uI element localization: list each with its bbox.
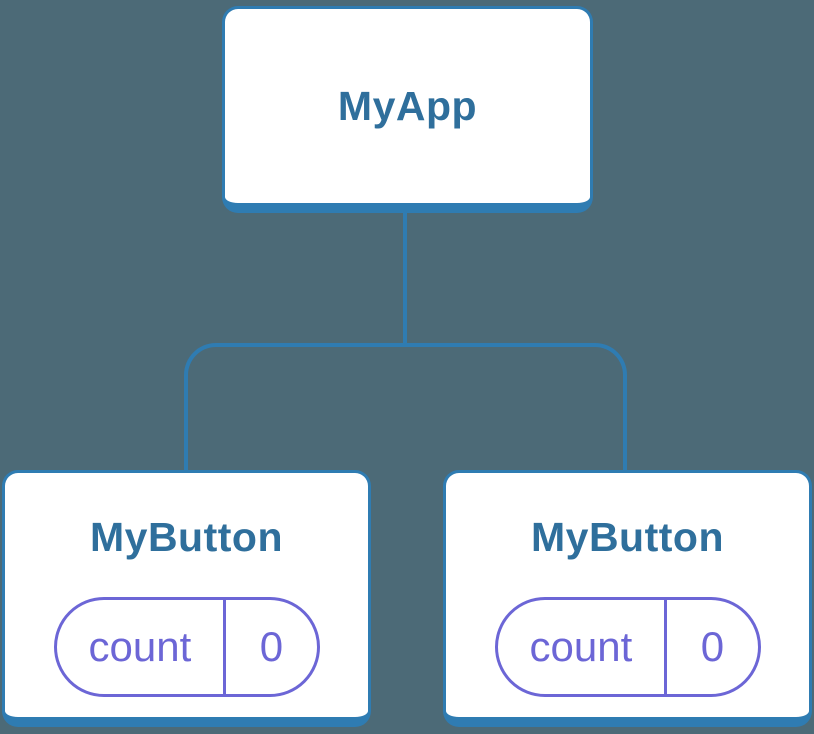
component-node-mybutton-2: MyButton count 0 bbox=[443, 470, 812, 727]
state-value-cell: 0 bbox=[226, 600, 316, 694]
state-value-label: 0 bbox=[259, 623, 284, 670]
connector-stem bbox=[403, 213, 407, 343]
state-key-label: count bbox=[88, 623, 192, 670]
component-label-mybutton-1: MyButton bbox=[89, 514, 283, 560]
component-label-myapp: MyApp bbox=[337, 83, 478, 129]
component-label-mybutton-2: MyButton bbox=[530, 514, 724, 560]
state-key-label: count bbox=[529, 623, 633, 670]
state-key-cell: count bbox=[498, 600, 665, 694]
component-node-myapp: MyApp bbox=[222, 6, 593, 213]
state-pill-2: count 0 bbox=[494, 597, 761, 697]
state-pill-1: count 0 bbox=[53, 597, 320, 697]
pill-divider bbox=[223, 600, 227, 694]
pill-divider bbox=[664, 600, 668, 694]
connector-bracket bbox=[184, 343, 627, 470]
state-key-cell: count bbox=[57, 600, 224, 694]
component-node-mybutton-1: MyButton count 0 bbox=[2, 470, 371, 727]
state-value-label: 0 bbox=[700, 623, 725, 670]
state-value-cell: 0 bbox=[667, 600, 757, 694]
